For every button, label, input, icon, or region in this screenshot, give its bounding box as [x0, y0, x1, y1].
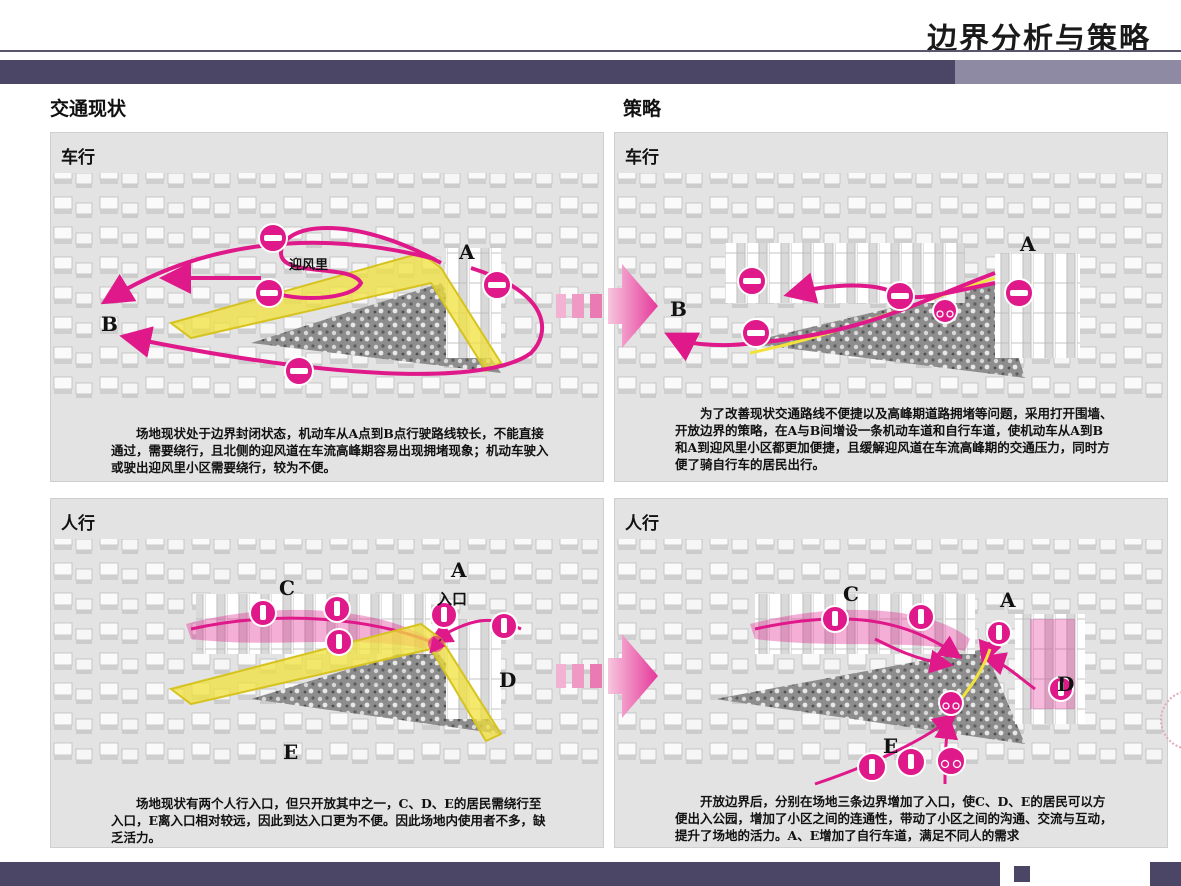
- park-terrain: [251, 283, 501, 373]
- point-e: E: [283, 740, 298, 764]
- pedestrian-icon: [986, 620, 1012, 646]
- route-a-b-north: [100, 240, 432, 305]
- pedestrian-icon: [1048, 676, 1074, 702]
- car-icon: [254, 278, 284, 308]
- pedestrian-icon: [325, 628, 353, 656]
- place-label: 迎风里: [289, 257, 328, 273]
- pedestrian-icon: [896, 747, 926, 777]
- car-icon: [741, 318, 771, 348]
- car-icon: [258, 223, 288, 253]
- header-rule: [0, 50, 1181, 52]
- point-a: A: [1019, 232, 1036, 256]
- point-e: E: [883, 734, 898, 758]
- column-heading-strategy: 策略: [623, 98, 662, 120]
- tower-block: [995, 253, 1080, 358]
- entrance-marker: [428, 636, 444, 652]
- panel-label: 人行: [625, 514, 659, 534]
- route-a-b-south: [119, 266, 545, 376]
- panel-strategy-vehicle: 车行 A B 为了改善现状交通路线不便捷以及高峰期道路拥堵等问题，采用打开围墙、…: [614, 132, 1168, 482]
- park-terrain: [251, 644, 501, 734]
- point-a: A: [450, 558, 467, 582]
- entrance-label: 入口: [437, 590, 467, 608]
- panel-caption: 开放边界后，分别在场地三条边界增加了入口，使C、D、E的居民可以方便出入公园，增…: [675, 794, 1113, 843]
- pedestrian-icon: [430, 601, 458, 629]
- panel-caption: 为了改善现状交通路线不便捷以及高峰期道路拥堵等问题，采用打开围墙、开放边界的策略…: [675, 406, 1113, 472]
- diagram-current-pedestrian: A C D E 入口: [51, 539, 603, 769]
- bicycle-icon: [938, 690, 964, 716]
- car-icon: [1004, 278, 1034, 308]
- panel-caption: 场地现状有两个人行入口，但只开放其中之一，C、D、E的居民需绕行至入口，E离入口…: [111, 796, 546, 845]
- pedestrian-icon: [857, 752, 887, 782]
- panel-strategy-pedestrian: 人行 A C D E 开放边界后，分别在场地三条边界增加了入口，使C、D、E的居…: [614, 498, 1168, 848]
- bicycle-icon: [936, 746, 966, 776]
- panel-caption: 场地现状处于边界封闭状态，机动车从A点到B点行驶路线较长，不能直接通过，需要绕行…: [111, 426, 549, 475]
- pedestrian-icon: [323, 595, 351, 623]
- point-b: B: [101, 312, 118, 336]
- column-heading-current: 交通现状: [50, 98, 127, 120]
- residential-blocks: [725, 243, 965, 303]
- walk-route-c2: [874, 637, 954, 674]
- panel-current-vehicle: 车行 A B 迎风里 场地现状处于边界封闭状态，机动车从A点到B点行驶路线较长，…: [50, 132, 604, 482]
- car-icon: [284, 356, 314, 386]
- pedestrian-icon: [490, 612, 518, 640]
- pedestrian-icon: [249, 599, 277, 627]
- point-c: C: [843, 582, 859, 606]
- diagram-current-vehicle: A B 迎风里: [51, 173, 603, 403]
- panel-label: 人行: [61, 514, 95, 534]
- walk-route-c: [754, 617, 963, 660]
- transition-arrow-icon: [556, 634, 658, 718]
- pedestrian-icon: [821, 605, 849, 633]
- panel-label: 车行: [61, 148, 95, 168]
- footer-band: [0, 862, 1181, 886]
- panel-label: 车行: [625, 148, 659, 168]
- diagram-strategy-vehicle: A B: [615, 173, 1167, 403]
- panel-current-pedestrian: 人行 A C D E 入口 场地现状有两个人行入口，但只开放其中之一，C、D、E…: [50, 498, 604, 848]
- car-icon: [885, 281, 915, 311]
- point-a: A: [999, 588, 1016, 612]
- point-b: B: [670, 297, 687, 321]
- tower-block: [1015, 614, 1085, 724]
- point-d: D: [1057, 672, 1074, 696]
- car-icon: [482, 270, 512, 300]
- transition-arrow-icon: [556, 264, 658, 348]
- diagram-strategy-pedestrian: A C D E: [615, 539, 1167, 786]
- footer-square: [1014, 866, 1030, 882]
- point-d: D: [499, 668, 516, 692]
- pedestrian-icon: [907, 603, 935, 631]
- route-north: [259, 226, 442, 300]
- point-a: A: [458, 240, 475, 264]
- point-c: C: [279, 576, 295, 600]
- car-icon: [737, 266, 767, 296]
- header-band-accent: [955, 60, 1181, 84]
- bicycle-icon: [932, 298, 958, 324]
